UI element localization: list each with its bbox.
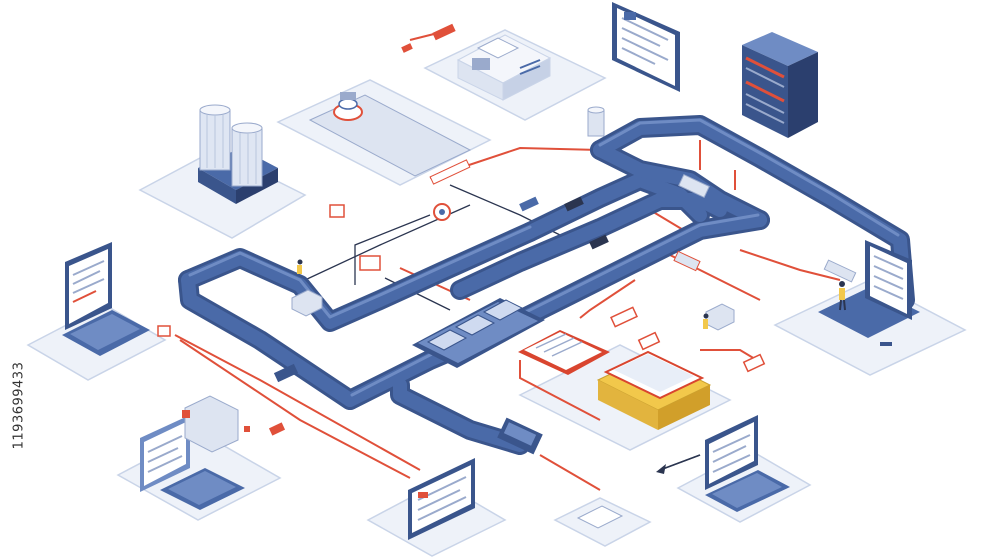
pipe-down-left-top — [181, 273, 357, 407]
network-pipes — [178, 115, 915, 455]
pipe-top-loop-top — [593, 118, 912, 307]
central-switch — [412, 298, 545, 368]
server-box — [705, 303, 735, 331]
storage-tanks-icon — [198, 104, 278, 204]
monitor-icon — [818, 240, 920, 346]
wire-2 — [174, 334, 421, 471]
pipe-vertical-down-top — [393, 378, 527, 452]
person-icon — [297, 259, 709, 329]
laptop-icon — [62, 242, 150, 356]
wire-4 — [539, 454, 601, 491]
wire-5 — [519, 360, 601, 421]
document-icon — [576, 505, 624, 529]
router-icon — [308, 92, 472, 185]
red-connector-bottom-left — [182, 410, 286, 436]
router-icon — [273, 363, 299, 383]
pipe-highlight-3 — [350, 213, 760, 397]
router-icon — [678, 173, 710, 199]
pipe-left-loop-top — [181, 225, 537, 329]
monitor-icon — [612, 2, 680, 92]
router-icon — [673, 250, 701, 272]
monitor-icon — [408, 458, 475, 540]
router-icon — [823, 259, 857, 283]
wire-3 — [179, 339, 411, 479]
person-icon — [839, 281, 846, 311]
pipe-highlight-2 — [598, 118, 900, 237]
wire-13 — [739, 249, 841, 281]
laptop-icon — [705, 415, 790, 512]
pipe-highlight-1 — [188, 225, 532, 319]
computer-icon — [518, 330, 610, 375]
small-devices — [157, 106, 857, 455]
wire-6 — [579, 279, 636, 319]
laptop-icon — [140, 395, 245, 510]
arrow-icon — [656, 454, 701, 474]
database-icon — [456, 34, 552, 101]
server-box — [291, 289, 323, 317]
dark-wire-2 — [354, 214, 431, 285]
server-rack-icon — [742, 32, 818, 138]
database-icon — [596, 350, 712, 430]
pipe-center-spine-top — [343, 213, 767, 407]
pipe-middle-run-top — [453, 193, 727, 297]
red-connector-top — [401, 23, 456, 53]
